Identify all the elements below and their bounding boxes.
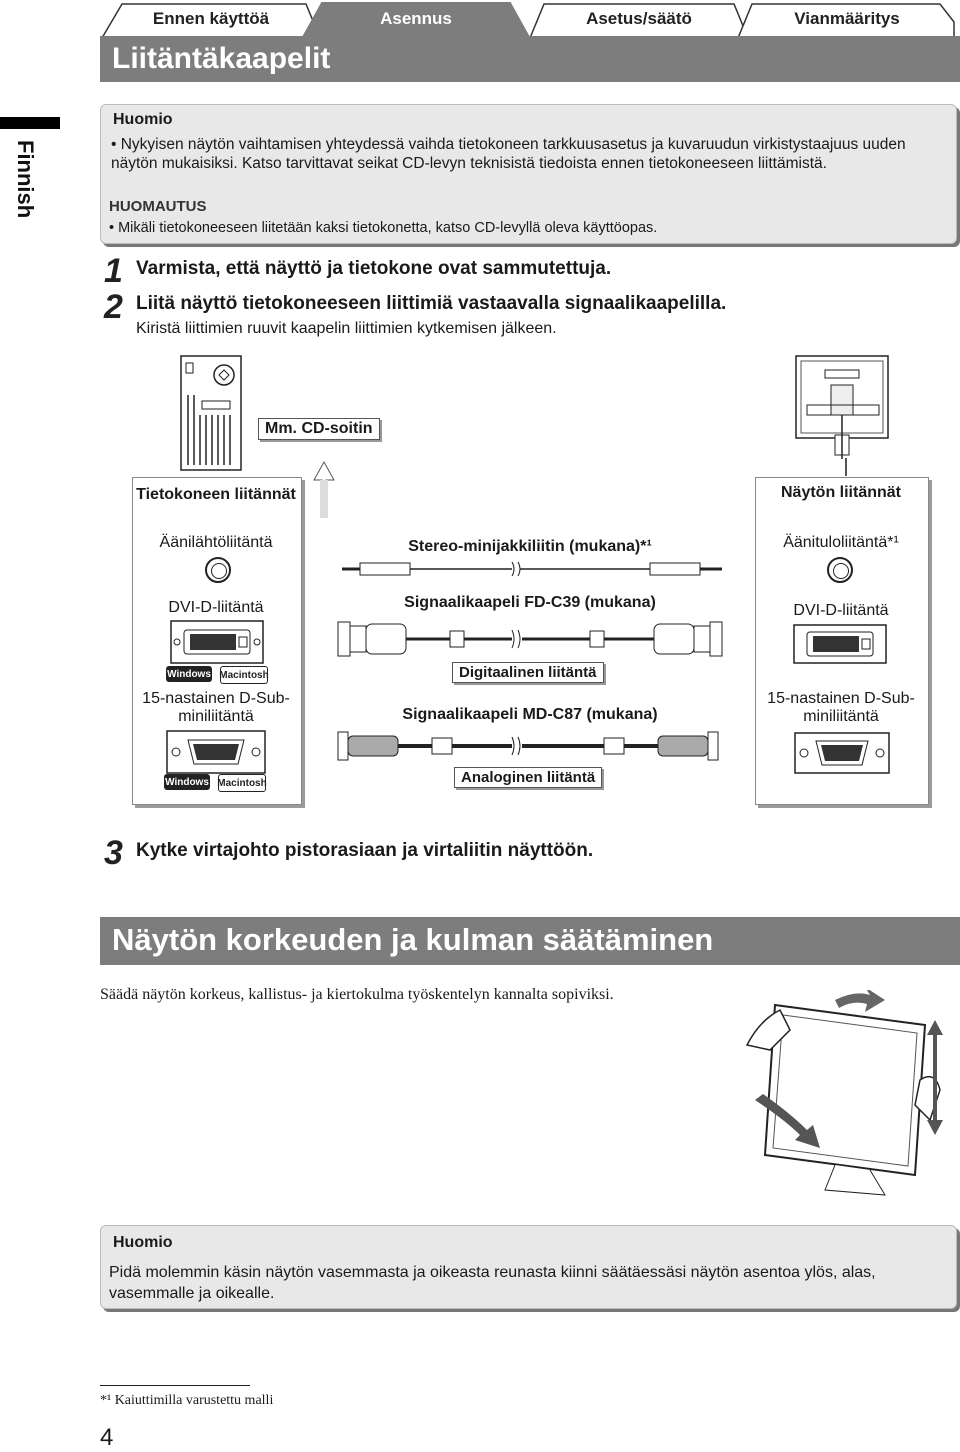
analog-connection-tag: Analoginen liitäntä [454,767,603,788]
cd-player-label: Mm. CD-soitin [258,418,380,440]
note-text: Pidä molemmin käsin näytön vasemmasta ja… [109,1264,876,1302]
note-box: Huomio Pidä molemmin käsin näytön vasemm… [100,1225,957,1309]
language-label: Finnish [13,140,38,219]
windows-badge: Windows [164,774,210,790]
dsub-cable-label: Signaalikaapeli MD-C87 (mukana) [402,706,658,723]
footnote: *¹ Kaiuttimilla varustettu malli [100,1393,274,1408]
macintosh-badge: Macintosh [219,666,269,684]
computer-dsub-port [166,730,266,774]
note-heading: Huomio [113,111,173,128]
warning-heading: HUOMAUTUS [109,198,207,215]
computer-dsub-label: 15-nastainen D-Sub-miniliitäntä [142,690,290,725]
monitor-audio-label: Äänituloliitäntä*¹ [783,534,899,551]
tab-ennen-kayttoa[interactable]: Ennen käyttöä [100,2,322,38]
note-box: Huomio • Nykyisen näytön vaihtamisen yht… [100,104,957,244]
windows-badge: Windows [166,666,212,682]
page-title-bar: Liitäntäkaapelit [100,36,960,82]
monitor-dsub-label: 15-nastainen D-Sub-miniliitäntä [767,690,915,725]
section-body: Säädä näytön korkeus, kallistus- ja kier… [100,986,614,1003]
step-number: 3 [104,834,123,872]
side-marker [0,117,60,129]
computer-tower-illustration [180,355,242,471]
monitor-connectors-heading: Näytön liitännät [780,484,901,501]
step-text: Kytke virtajohto pistorasiaan ja virtali… [136,840,594,861]
monitor-dvi-port [793,624,887,664]
step-number: 2 [104,288,123,326]
stereo-cable [342,561,722,577]
dvi-cable-label: Signaalikaapeli FD-C39 (mukana) [404,594,656,611]
step-text: Liitä näyttö tietokoneeseen liittimiä va… [136,293,727,314]
step-number: 1 [104,252,123,290]
monitor-dvi-label: DVI-D-liitäntä [793,602,889,619]
macintosh-badge: Macintosh [217,774,267,792]
connection-arrows [313,458,847,518]
tab-asennus[interactable]: Asennus [300,2,532,38]
page-number: 4 [100,1424,114,1451]
tab-vianmaaritys[interactable]: Vianmääritys [736,2,958,38]
tab-asetus-saato[interactable]: Asetus/säätö [528,2,750,38]
audio-input-jack [827,557,853,583]
section-tabs: Ennen käyttöä Asennus Asetus/säätö Vianm… [100,0,960,40]
dvi-cable [337,621,723,657]
audio-cable-label: Stereo-minijakkiliitin (mukana)*¹ [408,538,652,555]
step-text: Varmista, että näyttö ja tietokone ovat … [136,258,612,279]
digital-connection-tag: Digitaalinen liitäntä [452,662,604,683]
monitor-rear-illustration [795,355,889,459]
computer-dvi-label: DVI-D-liitäntä [168,599,264,616]
dsub-cable [337,731,719,761]
computer-audio-label: Äänilähtöliitäntä [159,534,273,551]
section-title: Näytön korkeuden ja kulman säätäminen [112,922,714,957]
footnote-rule [100,1385,250,1386]
computer-connectors-heading: Tietokoneen liitännät [136,486,296,503]
step-subtext: Kiristä liittimien ruuvit kaapelin liitt… [136,320,557,337]
section-title-bar: Näytön korkeuden ja kulman säätäminen [100,917,960,965]
monitor-dsub-port [794,732,890,774]
note-text: • Nykyisen näytön vaihtamisen yhteydessä… [111,136,906,172]
monitor-adjustment-illustration [745,990,943,1196]
warning-text: • Mikäli tietokoneeseen liitetään kaksi … [109,220,658,236]
page-title: Liitäntäkaapelit [112,42,331,75]
note-heading: Huomio [113,1234,173,1251]
computer-dvi-port [170,620,264,664]
audio-output-jack [205,557,231,583]
